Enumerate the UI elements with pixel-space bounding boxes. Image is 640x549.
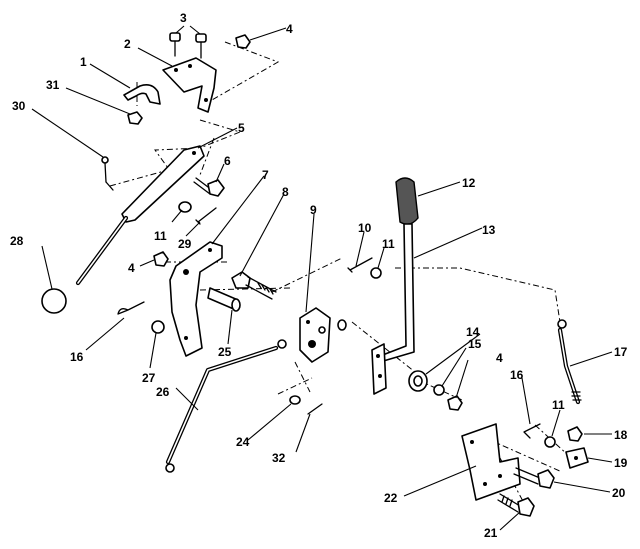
grip-12 (395, 177, 419, 225)
callout-7: 7 (262, 168, 269, 182)
callout-5: 5 (238, 121, 245, 135)
washer-11a (178, 201, 192, 213)
nut-4-top (235, 34, 251, 49)
ball-28 (41, 288, 67, 314)
bolt-8 (231, 271, 277, 300)
cotter-pin-16a (117, 301, 145, 315)
bracket-7 (169, 241, 223, 357)
callout-1: 1 (80, 55, 87, 69)
rod-26 (165, 339, 287, 473)
plate-9 (299, 307, 347, 363)
callout-8: 8 (282, 185, 289, 199)
pin-32 (307, 403, 323, 415)
bushing-14 (408, 370, 428, 392)
callout-4-top: 4 (286, 22, 293, 36)
callout-16-right: 16 (510, 368, 524, 382)
callout-15: 15 (468, 337, 482, 351)
callout-17: 17 (614, 345, 628, 359)
washer-11c (544, 436, 556, 448)
callout-11-right: 11 (552, 398, 565, 412)
clamp-1 (123, 84, 161, 105)
washer-15 (433, 384, 445, 396)
callout-10: 10 (358, 221, 372, 235)
bolt-3a (169, 32, 181, 57)
callout-31: 31 (46, 78, 60, 92)
callout-29: 29 (178, 237, 192, 251)
lever-5 (75, 145, 205, 286)
washer-27 (151, 320, 165, 334)
callout-18: 18 (614, 428, 628, 442)
bolt-21 (497, 493, 535, 517)
callout-4-low: 4 (496, 351, 503, 365)
nut-18 (567, 426, 583, 442)
callout-14: 14 (466, 325, 480, 339)
washer-11b (370, 267, 382, 279)
pin-29 (195, 207, 217, 225)
callout-32: 32 (272, 451, 286, 465)
callout-12: 12 (462, 176, 476, 190)
callout-6: 6 (224, 154, 231, 168)
bolt-3b (195, 33, 207, 59)
callout-4-mid: 4 (128, 261, 135, 275)
rod-17 (557, 319, 582, 405)
bracket-22 (461, 423, 521, 501)
callout-25: 25 (218, 345, 232, 359)
callout-28: 28 (10, 234, 24, 248)
callout-26: 26 (156, 385, 170, 399)
cable-end-30 (101, 156, 114, 191)
swivel-19 (565, 447, 589, 469)
callout-9: 9 (310, 203, 317, 217)
nut-4-mid (153, 251, 169, 267)
callout-2: 2 (124, 37, 131, 51)
callout-numbers: 2 3 1 4 31 30 5 6 7 8 9 10 11 11 29 4 12… (10, 11, 628, 540)
bracket-2 (162, 57, 217, 113)
callout-30: 30 (12, 99, 26, 113)
lever-13 (371, 223, 415, 395)
nut-31 (127, 111, 143, 125)
callout-20: 20 (612, 486, 626, 500)
cotter-pin-16b (523, 423, 541, 439)
spacer-25 (207, 287, 241, 312)
leader-lines (31, 25, 613, 531)
callout-21: 21 (484, 526, 498, 540)
nut-4-low (447, 395, 463, 411)
bolt-6 (193, 177, 225, 197)
callout-22: 22 (384, 491, 398, 505)
washer-24 (289, 395, 301, 405)
callout-24: 24 (236, 435, 250, 449)
callout-3: 3 (180, 11, 187, 25)
callout-19: 19 (614, 456, 628, 470)
callout-27: 27 (142, 371, 156, 385)
callout-11-left: 11 (154, 229, 167, 243)
callout-13: 13 (482, 223, 496, 237)
callout-16-left: 16 (70, 350, 84, 364)
bolt-20 (513, 467, 555, 489)
cotter-pin-10 (347, 257, 373, 273)
callout-11-mid: 11 (382, 237, 395, 251)
parts (41, 32, 589, 517)
